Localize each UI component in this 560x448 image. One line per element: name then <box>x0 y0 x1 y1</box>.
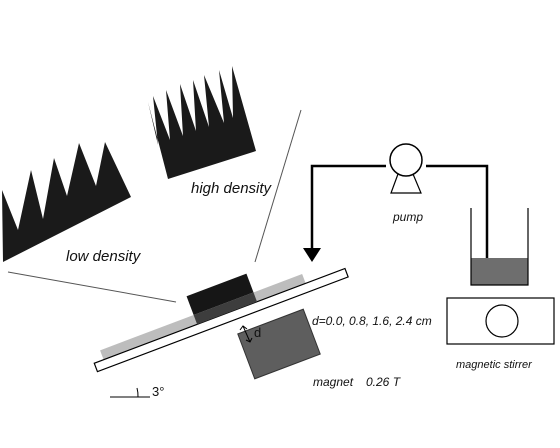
divider-line-right <box>254 109 302 263</box>
distance-arrow <box>239 325 253 343</box>
sample-overlap <box>193 292 258 325</box>
beaker <box>470 208 529 286</box>
high-density-label: high density <box>191 180 273 197</box>
stirrer-knob <box>485 304 519 338</box>
divider-line-left <box>7 271 177 303</box>
tilted-channel <box>93 267 349 373</box>
incline-angle-arc <box>136 387 139 398</box>
low-density-label: low density <box>66 248 142 265</box>
high-density-spikes <box>148 66 256 179</box>
pump-label: pump <box>392 210 423 224</box>
flow-arrow-head <box>303 248 321 262</box>
magnetic-stirrer-label: magnetic stirrer <box>456 359 533 371</box>
beaker-liquid <box>471 258 528 285</box>
d-label: d <box>254 325 261 340</box>
tubing-right <box>426 164 489 262</box>
magnet-block <box>237 308 321 380</box>
low-density-spikes <box>2 142 131 262</box>
magnet-label: magnet <box>313 375 354 389</box>
sample-block <box>186 273 254 316</box>
magnetic-stirrer <box>446 297 555 345</box>
distances-label: d=0.0, 0.8, 1.6, 2.4 cm <box>312 314 432 328</box>
field-strength-label: 0.26 T <box>366 375 402 389</box>
angle-label: 3° <box>152 384 164 399</box>
pump-icon <box>389 143 423 194</box>
tubing-left <box>310 164 386 250</box>
